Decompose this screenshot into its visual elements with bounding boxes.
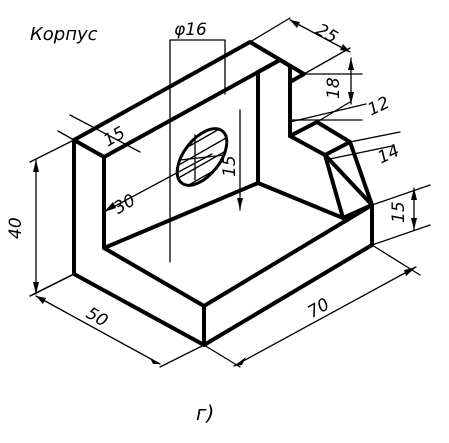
part-title: Корпус [30,24,98,45]
hole-diameter-label: φ16 [174,20,207,40]
dim-length: 70 [304,295,333,323]
dim-top-width: 25 [312,20,341,48]
dim-hole-height: 15 [220,155,240,177]
left-wall-top-edge [102,58,282,159]
outer-contour [72,40,374,347]
arrowheads [33,20,417,366]
back-wall-inner-face [256,58,282,185]
back-wall-step [278,58,374,207]
figure-caption: г) [196,401,214,425]
slope-block [323,140,374,220]
dim-slope-size: 14 [375,141,403,168]
hole-ellipse [175,127,229,187]
dim-height-total: 40 [6,217,26,239]
base-floor-edges [102,181,345,250]
base-front-top-edge [202,203,374,308]
dim-depth: 50 [82,303,111,331]
dimension-lines [29,17,431,368]
dim-step-depth: 12 [365,93,393,120]
dim-upper-step-height: 18 [324,77,344,99]
dim-base-height: 15 [389,201,409,223]
